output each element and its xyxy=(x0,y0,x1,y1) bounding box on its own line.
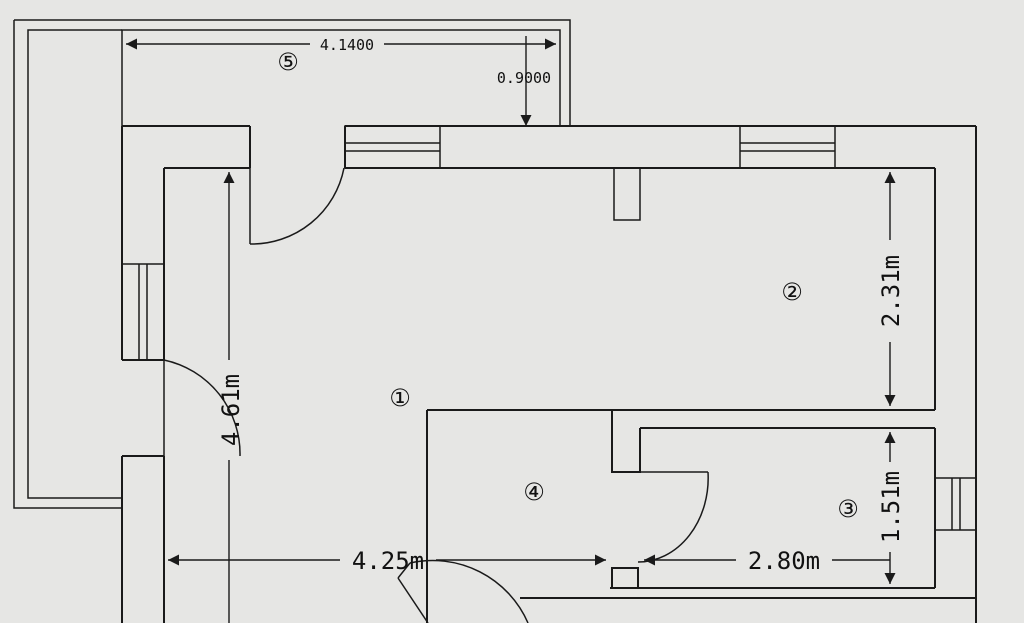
balcony-outline xyxy=(13,19,571,509)
door-balcony xyxy=(249,167,345,245)
door-entry xyxy=(397,559,529,623)
room-2-number: ② xyxy=(781,278,803,306)
label-balcony-depth: 0.9000 xyxy=(497,69,551,87)
label-room1-width: 4.25m xyxy=(352,547,424,575)
label-room3-height: 1.51m xyxy=(877,471,905,543)
room-4-number: ④ xyxy=(523,478,545,506)
dim-balcony-width xyxy=(125,36,556,58)
label-room3-width: 2.80m xyxy=(748,547,820,575)
column xyxy=(613,167,641,221)
room-3-number: ③ xyxy=(837,495,859,523)
door-room4 xyxy=(637,471,709,563)
window-north-right xyxy=(739,125,836,169)
window-north-left xyxy=(344,125,441,169)
door-west xyxy=(163,359,241,457)
window-east xyxy=(934,477,977,531)
window-west xyxy=(122,263,164,360)
room-1-number: ① xyxy=(389,384,411,412)
room-5-number: ⑤ xyxy=(277,48,299,76)
label-room1-height: 4.61m xyxy=(217,374,245,446)
label-room2-height: 2.31m xyxy=(877,255,905,327)
interior-walls xyxy=(426,409,935,623)
label-balcony-width: 4.1400 xyxy=(320,36,374,54)
